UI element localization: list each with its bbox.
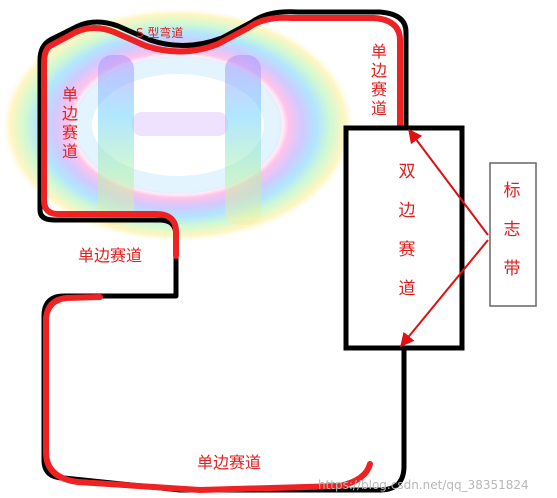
background-logo [0, 7, 356, 243]
track-outline [37, 9, 409, 493]
label-single-top-right: 单边赛道 [370, 42, 387, 118]
double-track-box [343, 125, 465, 351]
single-track-path [41, 14, 403, 259]
label-marker: 标志带 [503, 181, 521, 279]
single-track-path-lower [43, 294, 373, 493]
arrow-to-top [408, 128, 489, 236]
label-s-curve: S 型弯道 [136, 26, 184, 40]
arrow-to-bottom [400, 239, 489, 348]
label-single-left: 单边赛道 [61, 85, 78, 161]
marker-band-box [489, 162, 537, 307]
label-single-bottom: 单边赛道 [197, 453, 262, 472]
watermark: https://blog.csdn.net/qq_38351824 [318, 478, 529, 492]
label-double-track: 双边赛道 [398, 162, 416, 299]
label-single-mid: 单边赛道 [78, 246, 143, 265]
